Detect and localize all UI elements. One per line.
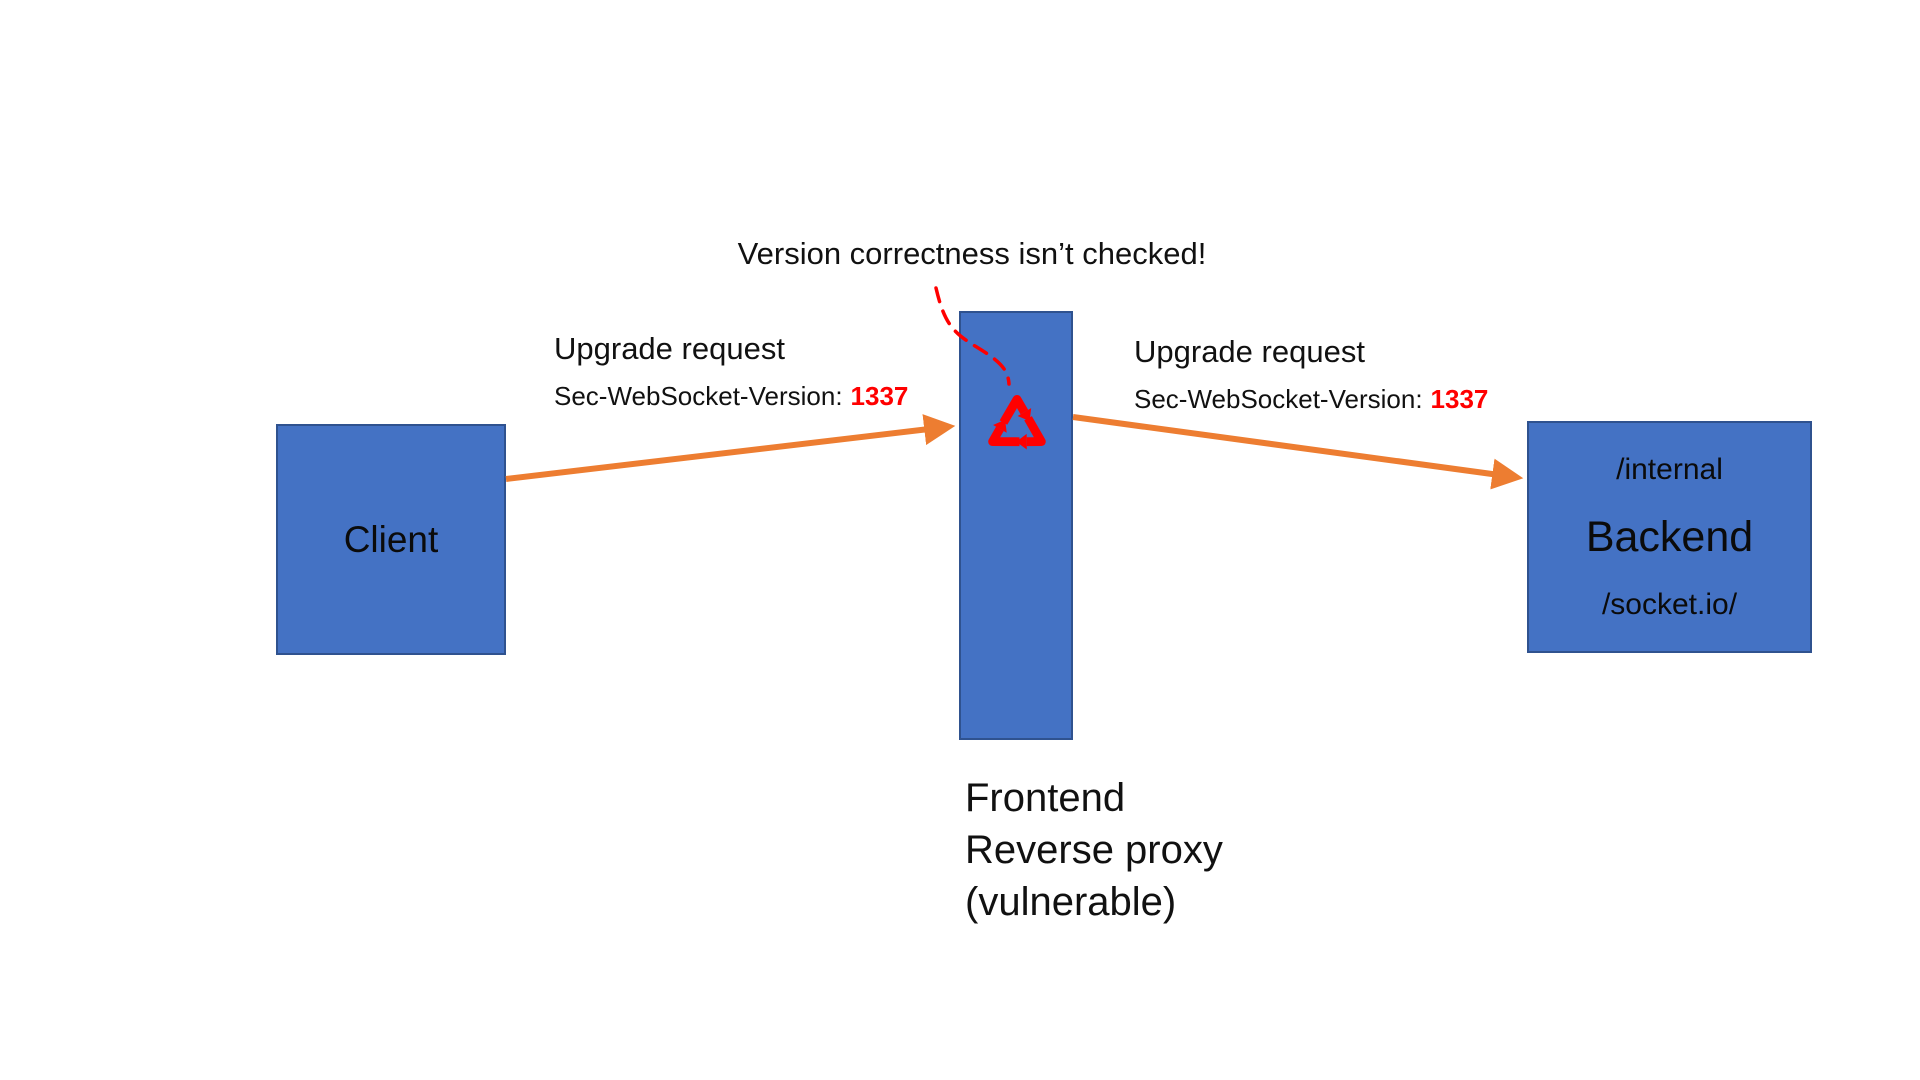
- backend-node: /internal Backend /socket.io/: [1527, 421, 1812, 653]
- backend-socketio-path: /socket.io/: [1601, 587, 1738, 621]
- proxy-request-header: Sec-WebSocket-Version:1337: [1134, 384, 1488, 415]
- proxy-caption-line1: Frontend: [965, 776, 1126, 820]
- proxy-node: [959, 311, 1073, 740]
- client-request-title: Upgrade request: [554, 331, 785, 366]
- client-header-name: Sec-WebSocket-Version:: [554, 381, 843, 411]
- client-label: Client: [343, 518, 439, 560]
- client-node: Client: [276, 424, 506, 655]
- proxy-header-name: Sec-WebSocket-Version:: [1134, 384, 1423, 414]
- client-request-header: Sec-WebSocket-Version:1337: [554, 381, 908, 412]
- proxy-to-backend-arrow: [1072, 414, 1524, 490]
- proxy-caption-line3: (vulnerable): [965, 880, 1177, 924]
- proxy-caption: Frontend Reverse proxy (vulnerable): [965, 772, 1223, 928]
- client-request-label: Upgrade request Sec-WebSocket-Version:13…: [554, 331, 908, 412]
- proxy-request-label: Upgrade request Sec-WebSocket-Version:13…: [1134, 334, 1488, 415]
- proxy-caption-line2: Reverse proxy: [965, 828, 1223, 872]
- proxy-request-title: Upgrade request: [1134, 334, 1365, 369]
- client-header-value: 1337: [850, 381, 909, 411]
- client-to-proxy-arrow: [505, 414, 956, 482]
- proxy-header-value: 1337: [1430, 384, 1489, 414]
- backend-label: Backend: [1585, 512, 1754, 561]
- annotation-text: Version correctness isn’t checked!: [737, 236, 1207, 271]
- backend-internal-path: /internal: [1616, 452, 1723, 486]
